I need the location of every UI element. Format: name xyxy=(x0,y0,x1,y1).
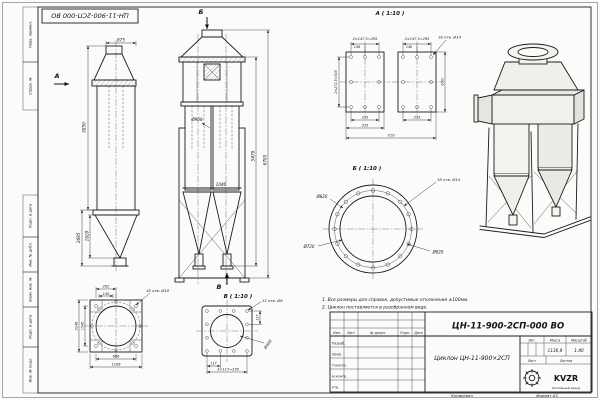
dim: 235 xyxy=(362,116,370,120)
tb-col: Подп. xyxy=(400,331,410,335)
holes-note: 16 отв. Ø14 xyxy=(438,35,462,40)
tb-row: Разраб. xyxy=(332,342,345,346)
company-logo: KVZR Котельный завод xyxy=(523,369,580,390)
dim: 5479 xyxy=(251,150,256,161)
section-a-title: А ( 1:10 ) xyxy=(375,11,405,17)
dim: 2695 xyxy=(76,232,81,243)
format-label: Формат А3 xyxy=(536,393,558,398)
dim: Ø820 xyxy=(316,194,328,199)
margin-label: Подп. и дата xyxy=(29,315,33,339)
dim: 140 xyxy=(103,292,111,296)
dim: 3×117=350 xyxy=(217,368,240,372)
dim: 875 xyxy=(117,38,125,43)
tb-mass-label: Масса xyxy=(550,339,561,343)
dim: Ø820 xyxy=(432,250,444,255)
dim: 630 xyxy=(439,78,444,86)
tb-col: Лист xyxy=(346,331,355,335)
tb-sheet-label: Лист xyxy=(527,359,536,363)
margin-label: Инв. № подл. xyxy=(29,358,33,383)
tb-mass-value: 1136,8 xyxy=(548,348,563,353)
note-line: 2. Циклон поставляется в разобранном вид… xyxy=(322,305,428,311)
margin-label: Справ. № xyxy=(29,77,33,95)
dim: 235 xyxy=(414,116,422,120)
tb-row: Утв. xyxy=(332,386,339,390)
holes-note: 16 отв. Ø18 xyxy=(146,288,170,293)
dim: 2×272,5=545 xyxy=(334,70,338,93)
view-v-flange: В ( 1:10 ) 12 отв. Ø8 117 3×117=350 117 … xyxy=(196,294,283,374)
tb-col: № докум. xyxy=(369,331,386,335)
copied-label: Копировал xyxy=(451,393,473,398)
view-arrow-label-b: Б xyxy=(199,8,204,16)
base-view: 16 отв. Ø18 202 140 2146 1546 606 1106 xyxy=(74,285,170,369)
tb-row: Т.контр. xyxy=(332,364,347,368)
margin-label: Инв. № дубл. xyxy=(29,242,33,267)
dim: 710 xyxy=(387,133,395,138)
tb-col: Изм. xyxy=(333,331,341,335)
side-view: А 875 3850 1620 2695 xyxy=(53,38,140,272)
front-view: Б Ø908 1040 5479 6795 В xyxy=(174,8,270,291)
holes-note: 12 отв. Ø8 xyxy=(262,298,283,303)
dim: Ø908 xyxy=(190,117,203,122)
dim: Ø400 xyxy=(262,338,273,351)
margin-label: Подп. и дата xyxy=(29,204,33,228)
tb-sheets-label: Листов xyxy=(559,359,572,363)
dim: 2×147,5=295 xyxy=(353,37,379,41)
dim: 1546 xyxy=(81,322,85,330)
top-stamp: ЦН-11-900-2СП-000 ВО xyxy=(51,12,129,20)
notes: 1. Все размеры для справок, допустимые о… xyxy=(322,297,469,311)
dim: 117 xyxy=(210,362,217,366)
dim: 1040 xyxy=(216,182,227,187)
tb-scale-label: Масштаб xyxy=(571,339,587,343)
dim: 6795 xyxy=(263,154,268,165)
tb-col: Дата xyxy=(413,331,422,335)
tb-row: Н.контр. xyxy=(332,375,347,379)
logo-text: KVZR xyxy=(554,374,578,383)
dim: 117 xyxy=(256,314,260,321)
dim: 1620 xyxy=(84,230,89,241)
dim: 1106 xyxy=(111,363,121,367)
margin-label: Перв. примен. xyxy=(29,21,33,48)
dim: 335 xyxy=(362,124,370,128)
view-arrow-label-a: А xyxy=(53,72,59,80)
logo-subtext: Котельный завод xyxy=(552,386,580,390)
dim: 606 xyxy=(113,355,121,359)
holes-note: 16 отв. Ø14 xyxy=(437,177,461,182)
view-v-title: В ( 1:10 ) xyxy=(224,294,253,300)
tb-lit-label: Лит. xyxy=(527,339,536,343)
dim: 148 xyxy=(354,45,360,49)
dim: Ø720 xyxy=(303,244,315,249)
note-line: 1. Все размеры для справок, допустимые о… xyxy=(322,297,469,303)
tb-part-name: Циклон ЦН-11-900×2СП xyxy=(434,355,510,362)
dim: 3850 xyxy=(82,122,87,133)
tb-scale-value: 1:40 xyxy=(574,348,584,353)
section-b-title: Б ( 1:10 ) xyxy=(353,166,382,172)
dim: 2146 xyxy=(74,322,78,331)
isometric-view xyxy=(473,43,591,238)
view-arrow-label-v: В xyxy=(217,283,222,291)
dim: 202 xyxy=(103,285,111,289)
tb-row: Пров. xyxy=(332,353,342,357)
section-a-view: А ( 1:10 ) 2×147,5=295 148 2×147,5=295 1… xyxy=(334,11,462,140)
section-b-view: Б ( 1:10 ) 16 отв. Ø14 Ø820 Ø720 Ø820 xyxy=(303,166,461,279)
dim: 2×147,5=295 xyxy=(405,37,431,41)
dim: 148 xyxy=(406,45,412,49)
title-block: Изм. Лист № докум. Подп. Дата Разраб. Пр… xyxy=(329,311,593,393)
margin-label: Взам. инв. № xyxy=(29,277,33,302)
tb-designation: ЦН-11-900-2СП-000 ВО xyxy=(452,322,564,332)
